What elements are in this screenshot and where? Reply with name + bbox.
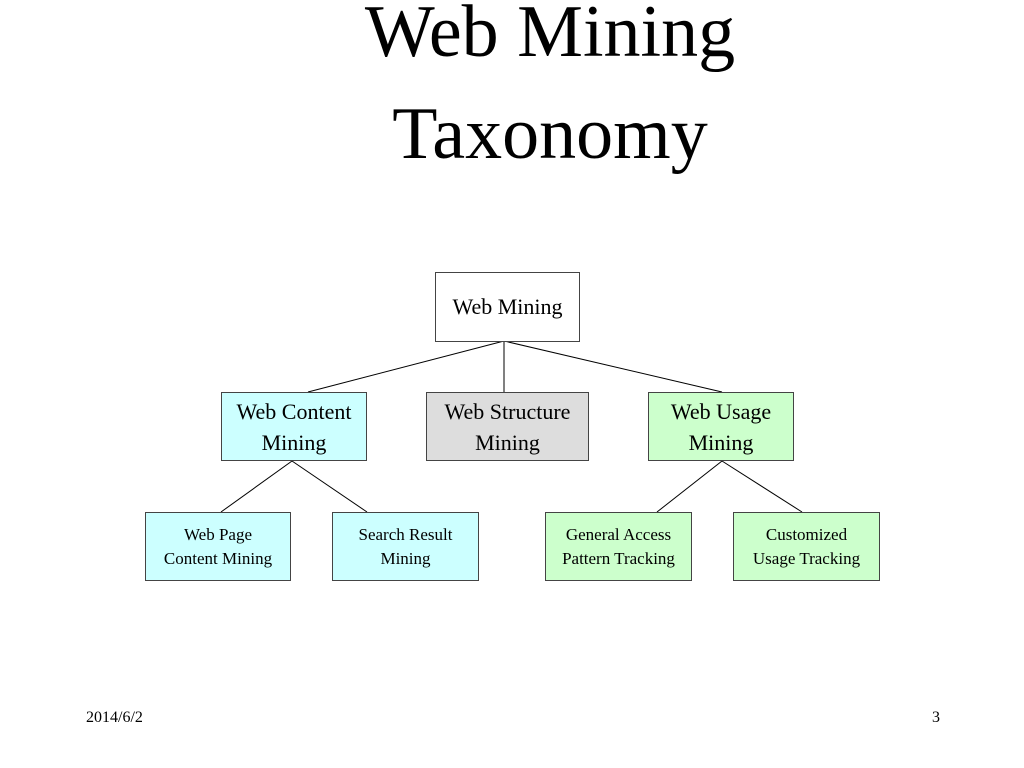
node-web-structure-mining: Web Structure Mining (426, 392, 589, 461)
connector-content-to-searchresult (291, 460, 368, 513)
connector-content-to-webpage (220, 460, 293, 513)
node-web-mining: Web Mining (435, 272, 580, 342)
slide-date: 2014/6/2 (86, 709, 143, 726)
connector-root-to-usage (503, 340, 723, 393)
node-web-page-content-mining: Web Page Content Mining (145, 512, 291, 581)
node-search-result-mining-label: Search Result Mining (358, 524, 453, 568)
node-web-usage-mining: Web Usage Mining (648, 392, 794, 461)
connector-usage-to-customized (721, 460, 803, 513)
slide-page-number: 3 (932, 709, 940, 726)
node-general-access-pattern-tracking: General Access Pattern Tracking (545, 512, 692, 581)
node-search-result-mining: Search Result Mining (332, 512, 479, 581)
node-web-mining-label: Web Mining (452, 294, 563, 319)
node-general-access-pattern-tracking-label: General Access Pattern Tracking (562, 524, 675, 568)
node-customized-usage-tracking: Customized Usage Tracking (733, 512, 880, 581)
node-web-content-mining: Web Content Mining (221, 392, 367, 461)
slide-title-line-2: Taxonomy (392, 93, 708, 175)
node-web-page-content-mining-label: Web Page Content Mining (163, 524, 273, 568)
node-web-content-mining-label: Web Content Mining (236, 398, 352, 455)
node-web-usage-mining-label: Web Usage Mining (670, 398, 772, 455)
node-customized-usage-tracking-label: Customized Usage Tracking (752, 524, 861, 568)
connector-usage-to-generalaccess (656, 460, 723, 513)
node-web-structure-mining-label: Web Structure Mining (444, 398, 571, 455)
connector-root-to-content (307, 340, 505, 393)
slide-title-line-1: Web Mining (364, 0, 736, 73)
